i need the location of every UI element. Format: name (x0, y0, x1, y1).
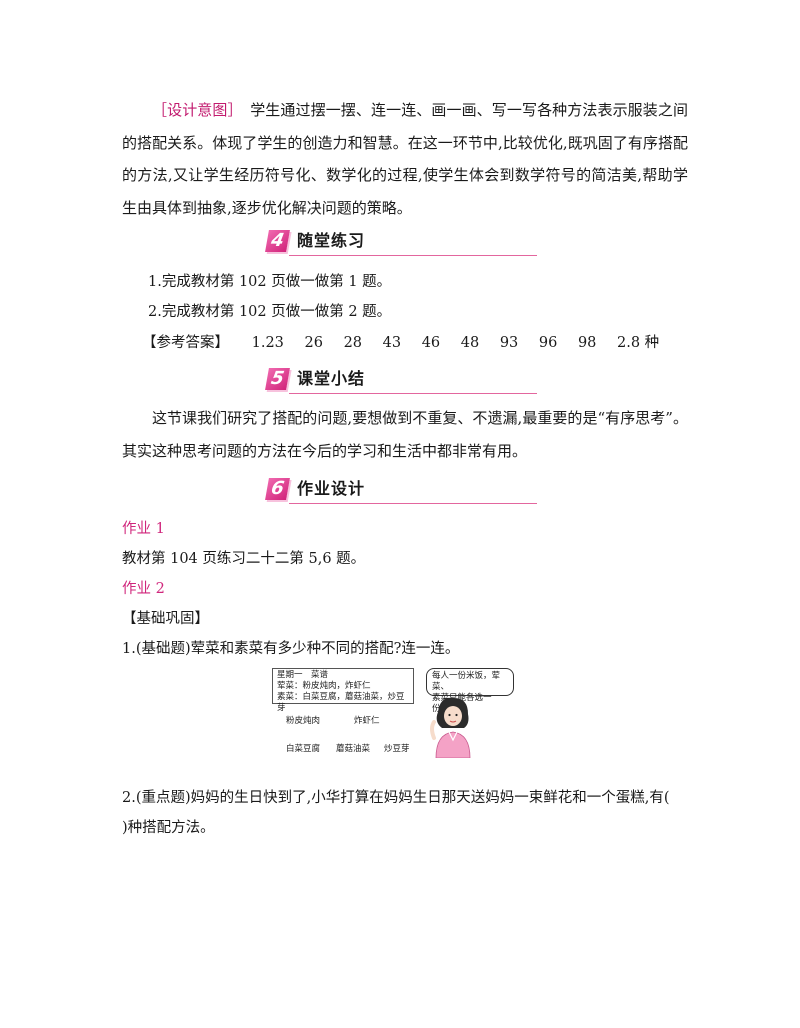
meat-dish: 粉皮炖肉 (286, 716, 321, 726)
answer-value: 93 (499, 335, 519, 351)
design-intent-text: 学生通过摆一摆、连一连、画一画、写一写各种方法表示服装之间的搭配关系。体现了学生… (122, 101, 688, 217)
menu-line: 荤菜：粉皮炖肉，炸虾仁 (277, 681, 371, 691)
design-intent-tag: ［设计意图］ (152, 101, 236, 119)
answer-value: 28 (343, 335, 363, 351)
homework-1-text: 教材第 104 页练习二十二第 5,6 题。 (122, 551, 366, 567)
exercise-item-1: 1.完成教材第 102 页做一做第 1 题。 (148, 274, 392, 290)
veg-dish: 炒豆芽 (384, 744, 410, 754)
answer-value: 2.8 种 (617, 335, 660, 351)
bubble-line: 每人一份米饭，荤菜、 (432, 671, 501, 692)
menu-line: 素菜：白菜豆腐，蘑菇油菜，炒豆芽 (277, 692, 405, 713)
girl-illustration-icon (430, 697, 471, 758)
meat-dish: 炸虾仁 (354, 716, 380, 726)
veg-dish: 白菜豆腐 (286, 744, 321, 754)
section-6-rule (289, 503, 537, 504)
design-intent-paragraph: ［设计意图］ 学生通过摆一摆、连一连、画一画、写一写各种方法表示服装之间的搭配关… (122, 94, 688, 224)
homework-1-label: 作业 1 (122, 521, 165, 537)
answer-label: 【参考答案】 (142, 335, 229, 351)
answer-value: 46 (421, 335, 441, 351)
answer-value: 1.23 (251, 335, 284, 351)
question-1: 1.(基础题)荤菜和素菜有多少种不同的搭配?连一连。 (122, 641, 460, 657)
section-4-title: 随堂练习 (297, 231, 366, 250)
question-2-line-1: 2.(重点题)妈妈的生日快到了,小华打算在妈妈生日那天送妈妈一束鲜花和一个蛋糕,… (122, 790, 670, 806)
reference-answer: 【参考答案】 1.23 26 28 43 46 48 93 96 98 2.8 … (142, 333, 659, 353)
question-2-line-2: )种搭配方法。 (122, 820, 215, 836)
section-5-title: 课堂小结 (297, 369, 366, 388)
section-6-number-badge: 6 (265, 478, 290, 500)
section-5-number-badge: 5 (265, 368, 290, 390)
section-6-title: 作业设计 (297, 479, 366, 498)
section-5-heading: 5 课堂小结 (265, 366, 537, 396)
speech-bubble: 每人一份米饭，荤菜、 素菜只能各选一份。 (426, 668, 514, 714)
veg-dish: 蘑菇油菜 (336, 744, 371, 754)
answer-value: 26 (304, 335, 323, 351)
section-6-heading: 6 作业设计 (265, 476, 537, 506)
exercise-item-2: 2.完成教材第 102 页做一做第 2 题。 (148, 304, 392, 320)
answer-value: 98 (577, 335, 597, 351)
section-4-heading: 4 随堂练习 (265, 228, 537, 258)
menu-line: 星期一 菜谱 (277, 670, 329, 680)
section-4-rule (289, 255, 537, 256)
menu-box: 星期一 菜谱 荤菜：粉皮炖肉，炸虾仁 素菜：白菜豆腐，蘑菇油菜，炒豆芽 (272, 668, 414, 713)
section-5-rule (289, 393, 537, 394)
homework-2-label: 作业 2 (122, 581, 165, 597)
menu-figure: 星期一 菜谱 荤菜：粉皮炖肉，炸虾仁 素菜：白菜豆腐，蘑菇油菜，炒豆芽 每人一份… (272, 668, 522, 758)
summary-paragraph: 这节课我们研究了搭配的问题,要想做到不重复、不遗漏,最重要的是“有序思考”。其实… (122, 409, 688, 460)
answer-value: 43 (382, 335, 402, 351)
section-4-number-badge: 4 (265, 230, 290, 252)
basic-consolidation-label: 【基础巩固】 (122, 611, 209, 627)
answer-value: 48 (460, 335, 480, 351)
answer-value: 96 (538, 335, 558, 351)
